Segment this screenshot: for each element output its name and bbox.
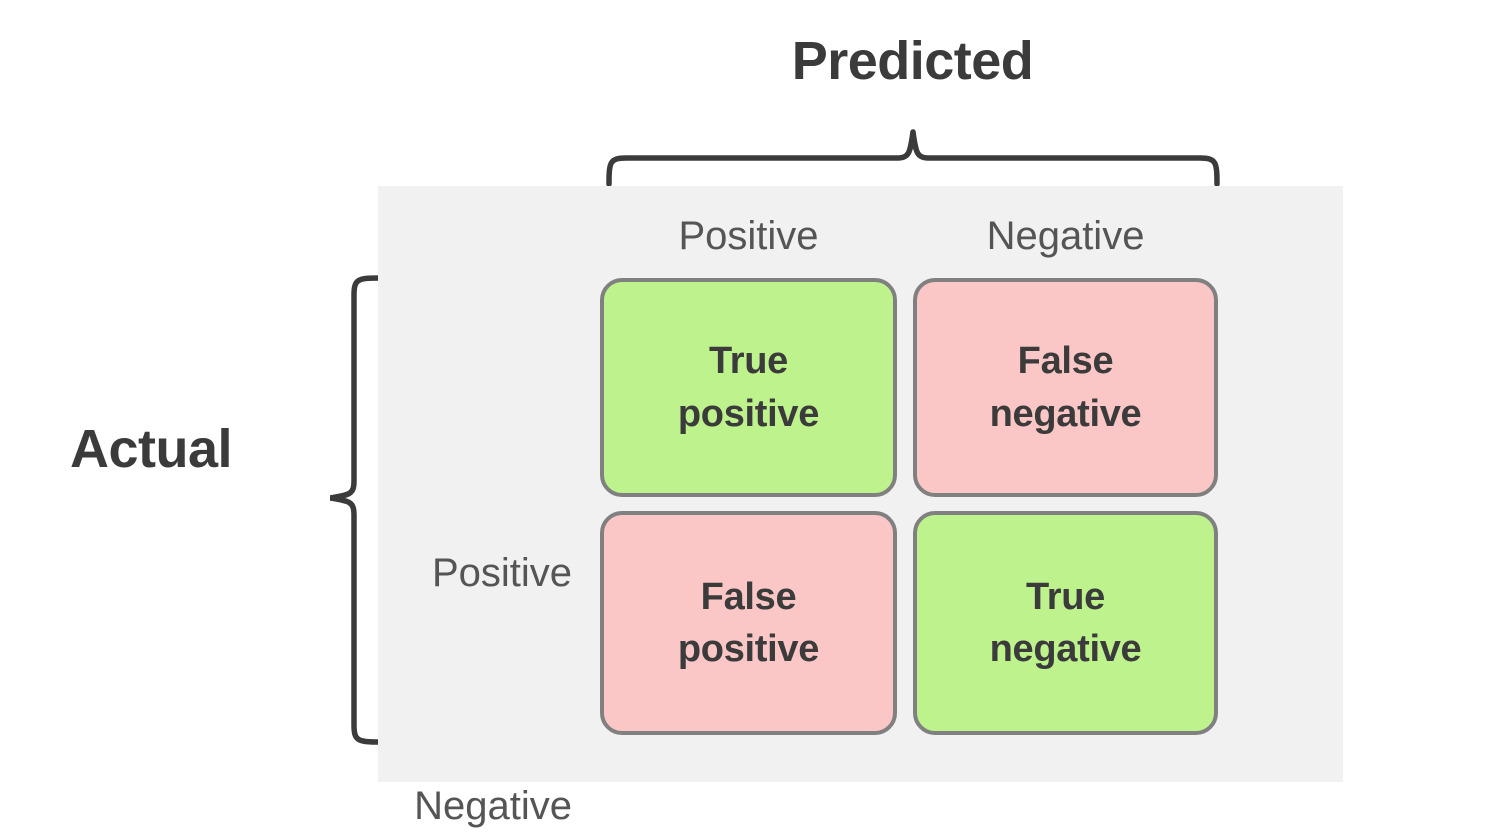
matrix-panel: Positive Negative Positive Negative True…: [378, 186, 1343, 828]
predicted-axis-title: Predicted: [791, 31, 1034, 91]
predicted-brace-icon: [596, 126, 1236, 191]
cell-true-negative-label: True negative: [989, 575, 1142, 670]
column-header-negative: Negative: [986, 214, 1145, 258]
actual-brace-icon: [327, 266, 390, 761]
row-header-positive: Positive: [431, 551, 572, 595]
cell-true-positive[interactable]: True positive: [600, 278, 897, 497]
cell-false-negative-label: False negative: [989, 340, 1142, 435]
actual-axis-title: Actual: [70, 419, 233, 479]
cell-true-positive-label: True positive: [677, 340, 820, 435]
cell-false-positive[interactable]: False positive: [600, 511, 897, 735]
cell-true-negative[interactable]: True negative: [913, 511, 1218, 735]
cell-false-positive-label: False positive: [677, 575, 820, 670]
row-header-negative: Negative: [414, 784, 572, 828]
column-header-positive: Positive: [678, 214, 819, 258]
cell-false-negative[interactable]: False negative: [913, 278, 1218, 497]
